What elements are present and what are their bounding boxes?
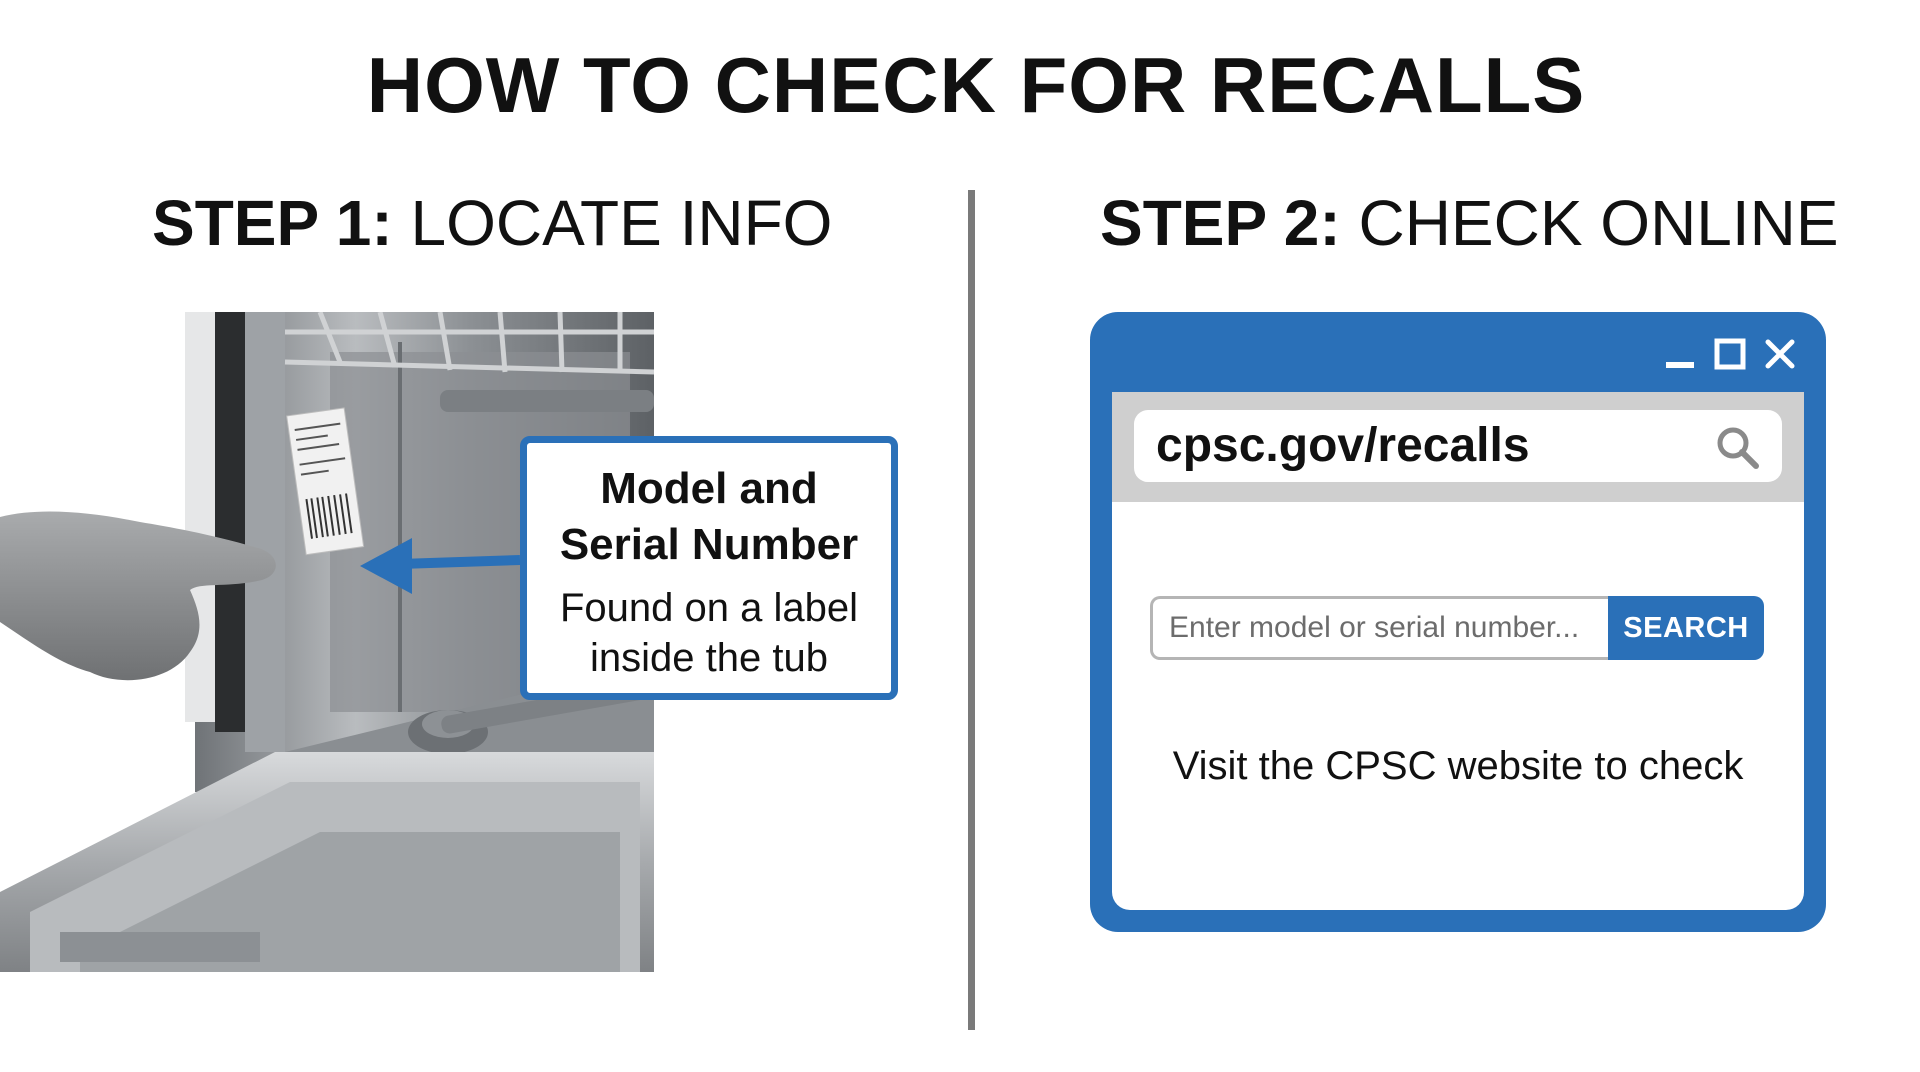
step2-label: CHECK ONLINE xyxy=(1358,187,1839,259)
center-divider xyxy=(968,190,975,1030)
close-icon[interactable] xyxy=(1764,338,1796,375)
step2-prefix: STEP 2: xyxy=(1100,187,1341,259)
model-serial-callout: Model and Serial Number Found on a label… xyxy=(520,436,898,700)
step2-heading: STEP 2: CHECK ONLINE xyxy=(1100,188,1839,258)
address-url: cpsc.gov/recalls xyxy=(1156,419,1530,472)
callout-description: Found on a label inside the tub xyxy=(559,586,858,680)
address-toolbar: cpsc.gov/recalls xyxy=(1112,392,1804,502)
visit-cpsc-text: Visit the CPSC website to check xyxy=(1172,744,1744,788)
maximize-icon[interactable] xyxy=(1714,338,1746,375)
step1-label: LOCATE INFO xyxy=(410,187,833,259)
minimize-icon[interactable] xyxy=(1664,338,1696,375)
recall-search-form: SEARCH xyxy=(1150,596,1764,660)
browser-content: cpsc.gov/recalls SEARCH Visit the CPSC w… xyxy=(1112,392,1804,910)
page-title: HOW TO CHECK FOR RECALLS xyxy=(366,41,1586,129)
callout-title: Model and Serial Number xyxy=(559,464,859,569)
address-bar[interactable]: cpsc.gov/recalls xyxy=(1134,410,1782,482)
step1-heading: STEP 1: LOCATE INFO xyxy=(152,188,832,258)
arrow-left-icon xyxy=(360,538,521,594)
browser-window: cpsc.gov/recalls SEARCH Visit the CPSC w… xyxy=(1090,312,1826,932)
window-controls xyxy=(1664,336,1796,376)
search-icon[interactable] xyxy=(1714,424,1760,475)
step1-prefix: STEP 1: xyxy=(152,187,393,259)
model-serial-input[interactable] xyxy=(1150,596,1610,660)
search-button[interactable]: SEARCH xyxy=(1608,596,1764,660)
